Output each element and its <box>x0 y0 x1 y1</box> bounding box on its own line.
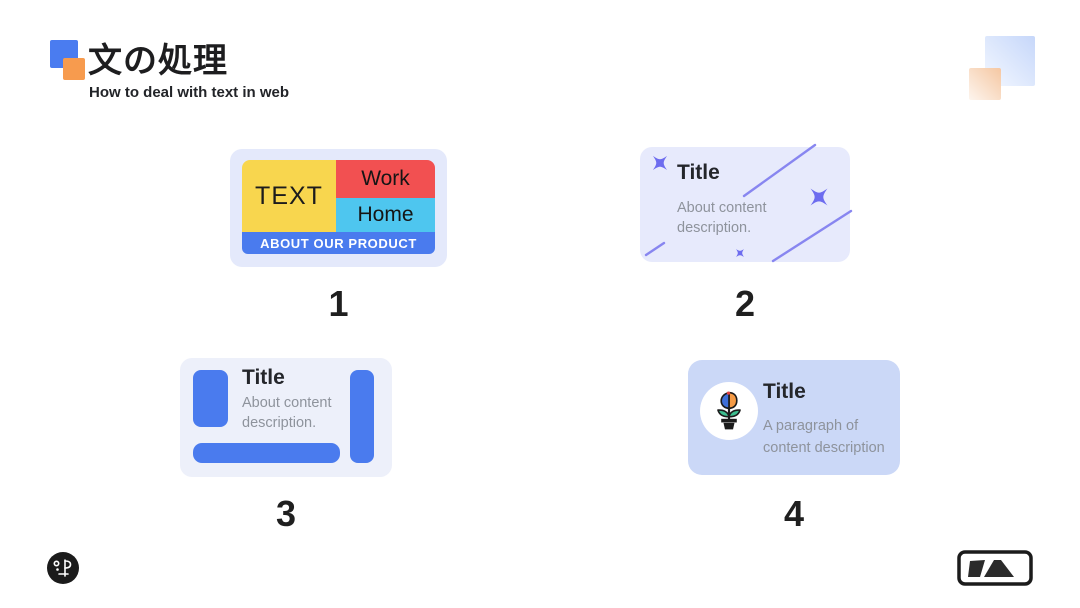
deco-orange-gradient-square <box>969 68 1001 100</box>
card-2-number: 2 <box>734 283 756 324</box>
card-3-number: 3 <box>275 493 297 534</box>
card-4-example-title: Title <box>763 380 806 403</box>
footer-mountains-badge-logo-icon <box>957 550 1033 586</box>
cyan-home-block: Home <box>336 198 435 232</box>
blue-placeholder-tall-rect <box>350 370 374 463</box>
blue-placeholder-small-rect <box>193 370 228 427</box>
card-1-number: 1 <box>328 283 349 324</box>
example-card-2: Title About content description. <box>640 143 853 263</box>
yellow-text-block: TEXT <box>242 160 336 232</box>
card-3-example-title: Title <box>242 366 285 389</box>
card-4-example-description: A paragraph of content description <box>763 418 885 457</box>
card-2-example-title: Title <box>677 161 720 184</box>
example-card-4: Title A paragraph of content description <box>688 360 900 475</box>
example-card-3: Title About content description. <box>180 358 392 477</box>
sparkles-and-lines-decoration-icon <box>644 143 853 263</box>
title-marker-orange-square-icon <box>63 58 85 80</box>
blue-banner-block: ABOUT OUR PRODUCT <box>242 232 435 254</box>
footer-brand-circle-logo-icon <box>47 552 79 584</box>
blue-placeholder-bar <box>193 443 340 463</box>
page-subtitle: How to deal with text in web <box>89 84 290 101</box>
page-title: 文の処理 <box>88 42 228 80</box>
card-4-number: 4 <box>783 493 805 534</box>
example-card-1: TEXT Work Home ABOUT OUR PRODUCT <box>230 149 447 267</box>
tulip-icon <box>717 391 741 430</box>
card-2-example-description: About content description. <box>677 200 767 236</box>
red-work-block: Work <box>336 160 435 198</box>
card-3-example-description: About content description. <box>242 395 332 431</box>
icon-circle <box>700 382 758 440</box>
